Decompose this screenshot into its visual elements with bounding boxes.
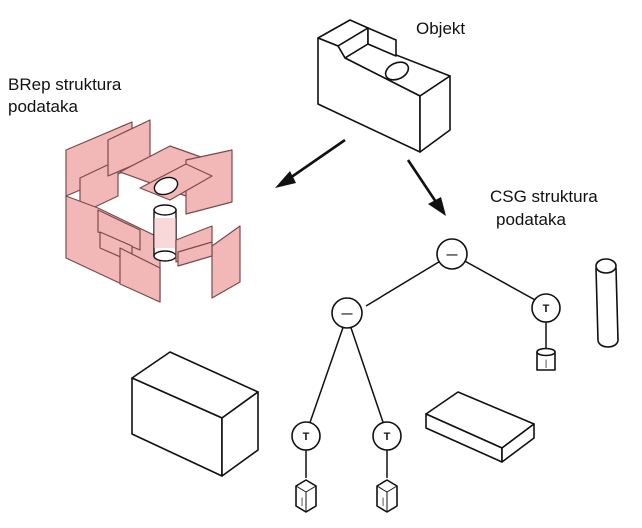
leaf-primitive-box-left: | [295,479,317,513]
csg-right-transform-node: T [531,293,561,323]
leaf-primitive-cylinder: | [536,347,556,371]
source-object [317,19,451,153]
leaf-box-middle-marker: | [382,496,384,506]
left-node-symbol: — [342,308,353,320]
arrow-to-csg [406,159,446,216]
csg-middle-transform-node: T [372,421,402,451]
leaf-box-left-marker: | [301,496,303,506]
object-label: Objekt [416,19,465,38]
csg-label-line1: CSG struktura [490,187,598,206]
brep-exploded-faces [65,119,241,303]
left-transform-symbol: T [303,431,310,443]
primitive-flat-box [425,391,535,463]
leaf-primitive-box-middle: | [376,479,398,513]
brep-label-line1: BRep struktura [8,75,122,94]
root-node-symbol: — [447,249,458,261]
csg-label-line2: podataka [496,210,566,229]
csg-left-transform-node: T [291,421,321,451]
arrow-to-brep [275,138,346,188]
brep-label-line2: podataka [8,97,78,116]
csg-tree-edges [305,253,547,478]
csg-root-difference-node: — [436,238,468,270]
primitive-large-box [131,351,259,477]
middle-transform-symbol: T [384,431,391,443]
primitive-cylinder [595,258,619,348]
csg-left-difference-node: — [331,297,363,329]
right-transform-symbol: T [543,303,550,315]
leaf-cylinder-marker: | [545,358,547,368]
